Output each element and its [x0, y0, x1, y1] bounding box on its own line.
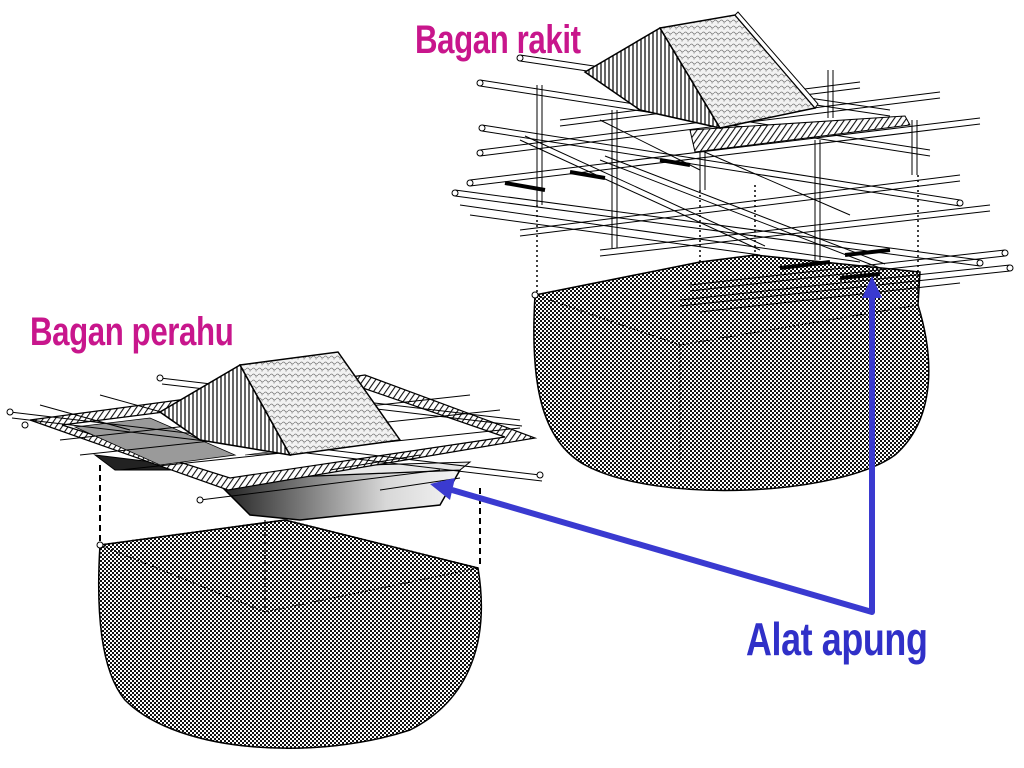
rakit-roof	[583, 11, 819, 130]
perahu-lift-net	[96, 519, 483, 749]
arrowhead-icon	[430, 478, 455, 500]
callout-arrows	[451, 288, 875, 615]
bagan-perahu-structure	[6, 351, 544, 749]
arrow-path	[451, 288, 875, 615]
label-alat-apung: Alat apung	[746, 613, 928, 665]
bagan-rakit-structure	[451, 11, 1014, 492]
rakit-bamboo-frame	[451, 54, 1014, 313]
label-bagan-rakit: Bagan rakit	[415, 18, 581, 62]
perahu-roof	[158, 351, 402, 456]
label-bagan-perahu: Bagan perahu	[30, 310, 234, 354]
arrowhead-icon	[862, 276, 882, 298]
rakit-lift-net	[533, 254, 930, 492]
